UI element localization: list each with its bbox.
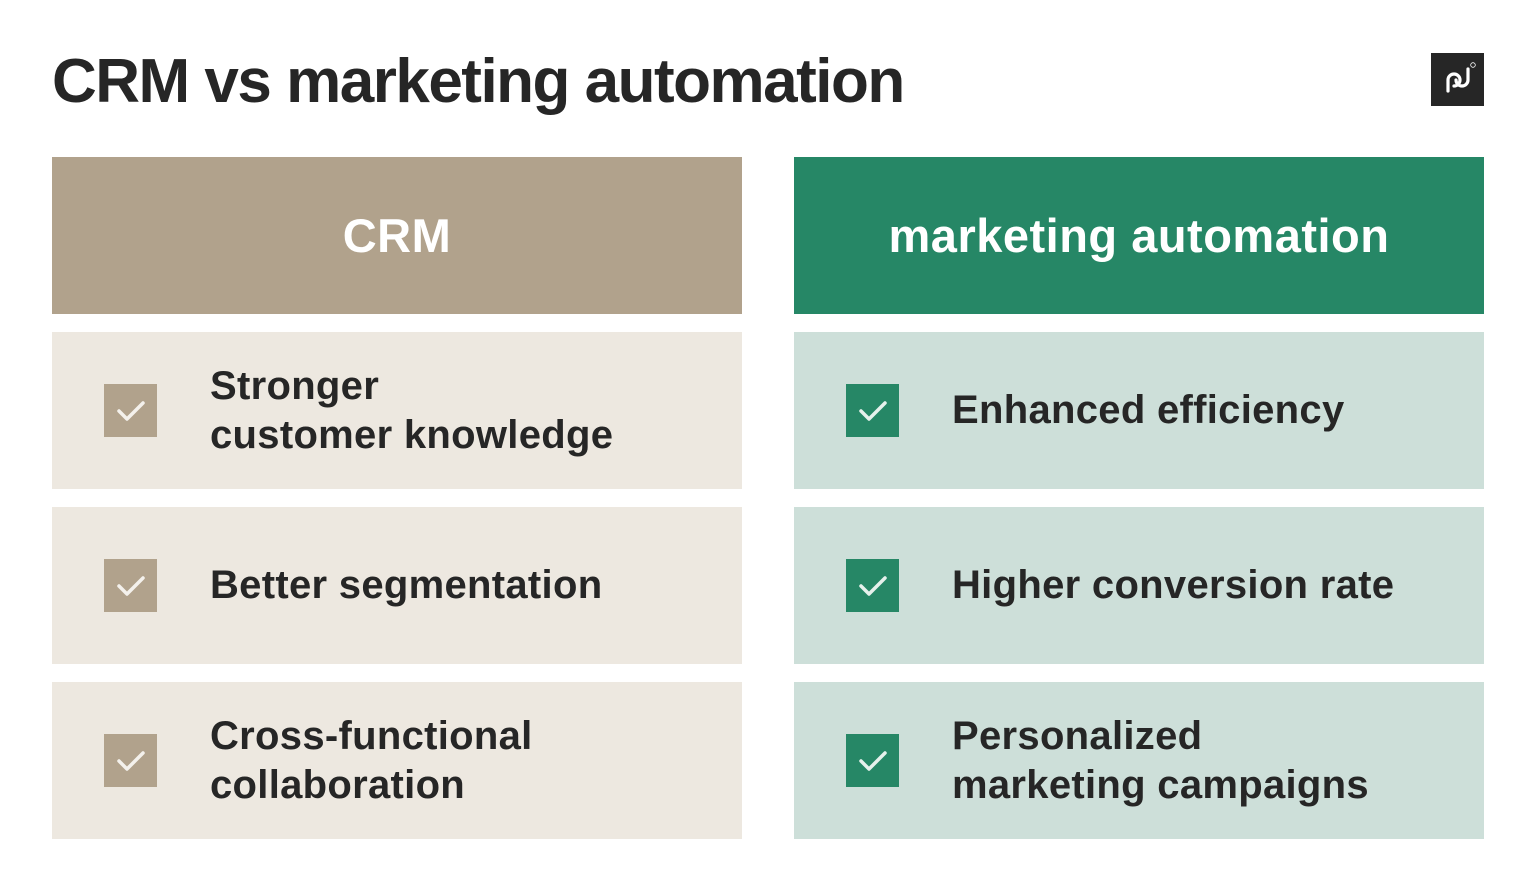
checkmark-icon <box>846 384 899 437</box>
marketing-automation-column: marketing automation Enhanced efficiency… <box>794 157 1484 839</box>
crm-item: Better segmentation <box>52 507 742 664</box>
marketing-automation-item: Enhanced efficiency <box>794 332 1484 489</box>
checkmark-icon <box>104 384 157 437</box>
checkmark-icon <box>846 559 899 612</box>
marketing-automation-item-text: Personalized marketing campaigns <box>952 713 1369 807</box>
marketing-automation-item: Personalized marketing campaigns <box>794 682 1484 839</box>
crm-item-text: Better segmentation <box>210 563 603 607</box>
marketing-automation-header: marketing automation <box>794 157 1484 314</box>
marketing-automation-item-text: Higher conversion rate <box>952 563 1395 607</box>
crm-item: Cross-functional collaboration <box>52 682 742 839</box>
checkmark-icon <box>846 734 899 787</box>
pd-logo-icon <box>1431 53 1484 106</box>
crm-item: Stronger customer knowledge <box>52 332 742 489</box>
crm-item-text: Stronger customer knowledge <box>210 363 614 457</box>
page-title: CRM vs marketing automation <box>52 47 905 116</box>
crm-item-text: Cross-functional collaboration <box>210 713 533 807</box>
marketing-automation-item-text: Enhanced efficiency <box>952 388 1345 432</box>
checkmark-icon <box>104 734 157 787</box>
crm-header: CRM <box>52 157 742 314</box>
crm-column: CRM Stronger customer knowledge Better s… <box>52 157 742 839</box>
checkmark-icon <box>104 559 157 612</box>
marketing-automation-item: Higher conversion rate <box>794 507 1484 664</box>
